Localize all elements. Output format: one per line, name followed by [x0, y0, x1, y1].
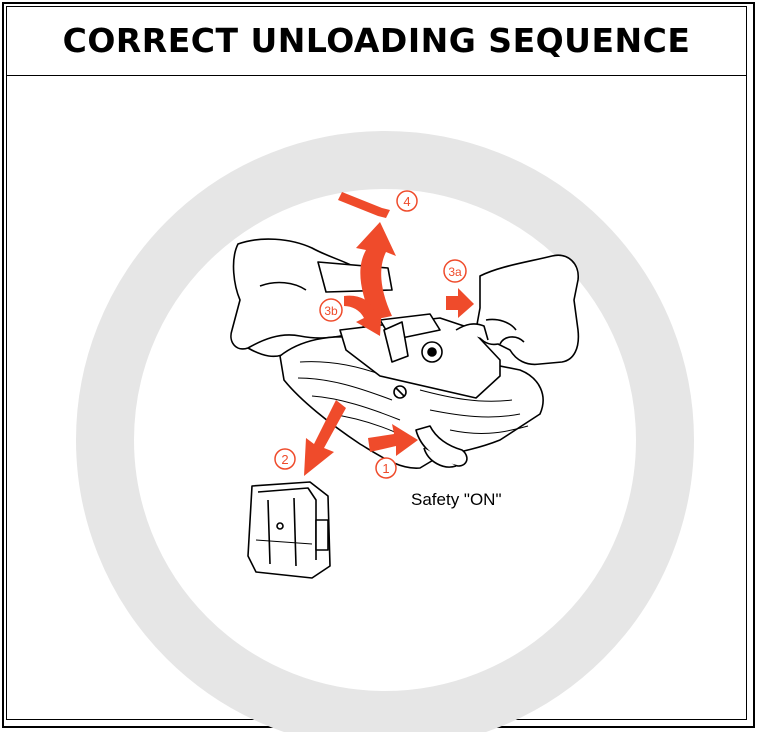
svg-text:3a: 3a — [448, 265, 462, 279]
page-title: CORRECT UNLOADING SEQUENCE — [62, 21, 691, 60]
step-label-4: 4 — [396, 190, 418, 212]
safety-label: Safety "ON" — [411, 490, 502, 509]
step-label-2: 2 — [274, 448, 296, 470]
title-bar: CORRECT UNLOADING SEQUENCE — [6, 6, 747, 76]
arrow-step-1 — [368, 424, 418, 456]
step-label-3a: 3a — [443, 259, 467, 283]
cartridge-icon — [338, 192, 390, 218]
svg-text:2: 2 — [281, 452, 288, 467]
magazine-icon — [247, 481, 331, 579]
background-ring — [76, 131, 694, 732]
arrow-step-3a — [446, 288, 474, 318]
arrow-step-3b — [344, 295, 382, 336]
step-label-1: 1 — [375, 457, 397, 479]
arrow-step-2 — [304, 400, 346, 476]
arrow-step-4 — [356, 222, 396, 320]
right-hand-icon — [455, 254, 580, 366]
svg-text:3b: 3b — [324, 304, 338, 318]
svg-text:1: 1 — [382, 461, 389, 476]
left-hand-icon — [230, 238, 393, 358]
step-label-3b: 3b — [319, 298, 343, 322]
svg-text:4: 4 — [403, 194, 410, 209]
step-arrows — [304, 222, 474, 476]
